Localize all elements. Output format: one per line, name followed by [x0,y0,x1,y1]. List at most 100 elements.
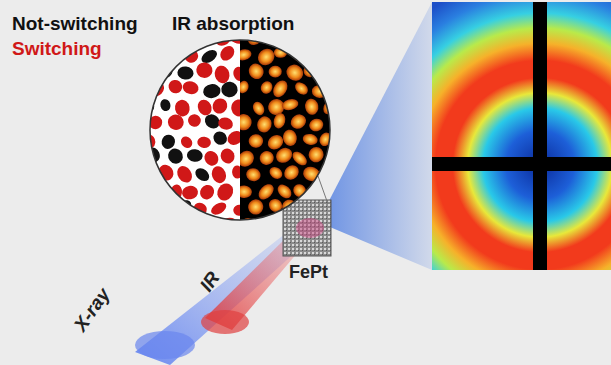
grain [181,185,199,201]
grain [209,200,228,217]
grain [230,98,240,118]
grain [140,165,155,181]
grain [312,181,329,198]
beamstop-bar [432,157,611,171]
grain [148,48,165,63]
grain [258,218,273,230]
grain [211,129,230,148]
grain [246,61,266,82]
grain [210,96,230,117]
grain [325,80,340,94]
grain [298,30,320,49]
grain [213,64,231,85]
grain [174,163,195,185]
grain [188,219,201,230]
fept-sample [283,200,331,256]
grain [181,80,200,96]
panel-label: IR absorption [172,14,294,33]
grain [209,164,228,185]
grain [188,114,202,127]
beamstop-bar [533,2,547,270]
grain [293,80,311,97]
grain [290,149,309,168]
grain [317,131,333,148]
grain [232,65,240,82]
grain [331,149,340,168]
grain [141,63,159,76]
grain [281,128,298,147]
magnified-view [150,40,330,220]
grain [312,220,325,230]
scattering-pattern [432,2,611,270]
grain [202,148,222,168]
grain [225,128,240,148]
grain [218,146,236,165]
grain [233,204,240,216]
grain [195,62,213,79]
grain [308,49,325,65]
grain [281,97,300,112]
grain [159,132,177,151]
grain [300,195,321,217]
grain [291,43,311,64]
grain [197,136,212,148]
grain [147,185,163,201]
grain [259,79,275,96]
grain [140,31,154,49]
grain [240,215,259,230]
grain [275,182,294,201]
grain [232,165,240,179]
grain [318,30,336,46]
beam-label: X-ray [70,285,113,335]
grain [148,216,166,230]
grain [248,133,264,148]
grain [166,112,186,132]
grain [270,78,290,100]
grain [257,148,276,167]
grain [240,148,257,170]
grain [193,166,212,184]
grain [202,83,221,99]
sample-label: FePt [289,263,328,281]
grain [202,220,219,230]
grain [255,114,274,134]
grain [288,111,309,131]
grain [166,77,185,96]
grain [273,145,295,166]
grain [197,182,217,202]
grain [326,217,340,230]
grain [182,47,200,65]
legend-label: Switching [12,39,102,58]
grain [140,199,157,218]
grain [301,60,321,80]
grain [304,98,320,116]
grain [240,48,253,62]
grain [267,164,285,181]
grain [324,46,340,63]
grain [217,43,237,63]
grain [240,185,252,199]
grain [245,196,266,217]
grain [272,112,287,130]
grain [320,96,339,117]
grain [166,215,183,230]
grain [186,148,203,162]
grain [291,214,311,230]
grain [146,113,165,132]
grain [320,196,338,217]
grain [158,197,180,219]
grain [240,79,250,94]
grain [328,183,340,198]
scattered-beam [318,2,432,270]
grain [322,63,340,81]
grain [245,166,263,183]
zoom-line [318,176,328,204]
grain [308,117,325,133]
grain [177,66,194,81]
grain [251,100,267,117]
grain [319,168,338,183]
grain [302,133,319,147]
grain [179,134,195,150]
grain [155,30,175,50]
grain [306,145,326,165]
